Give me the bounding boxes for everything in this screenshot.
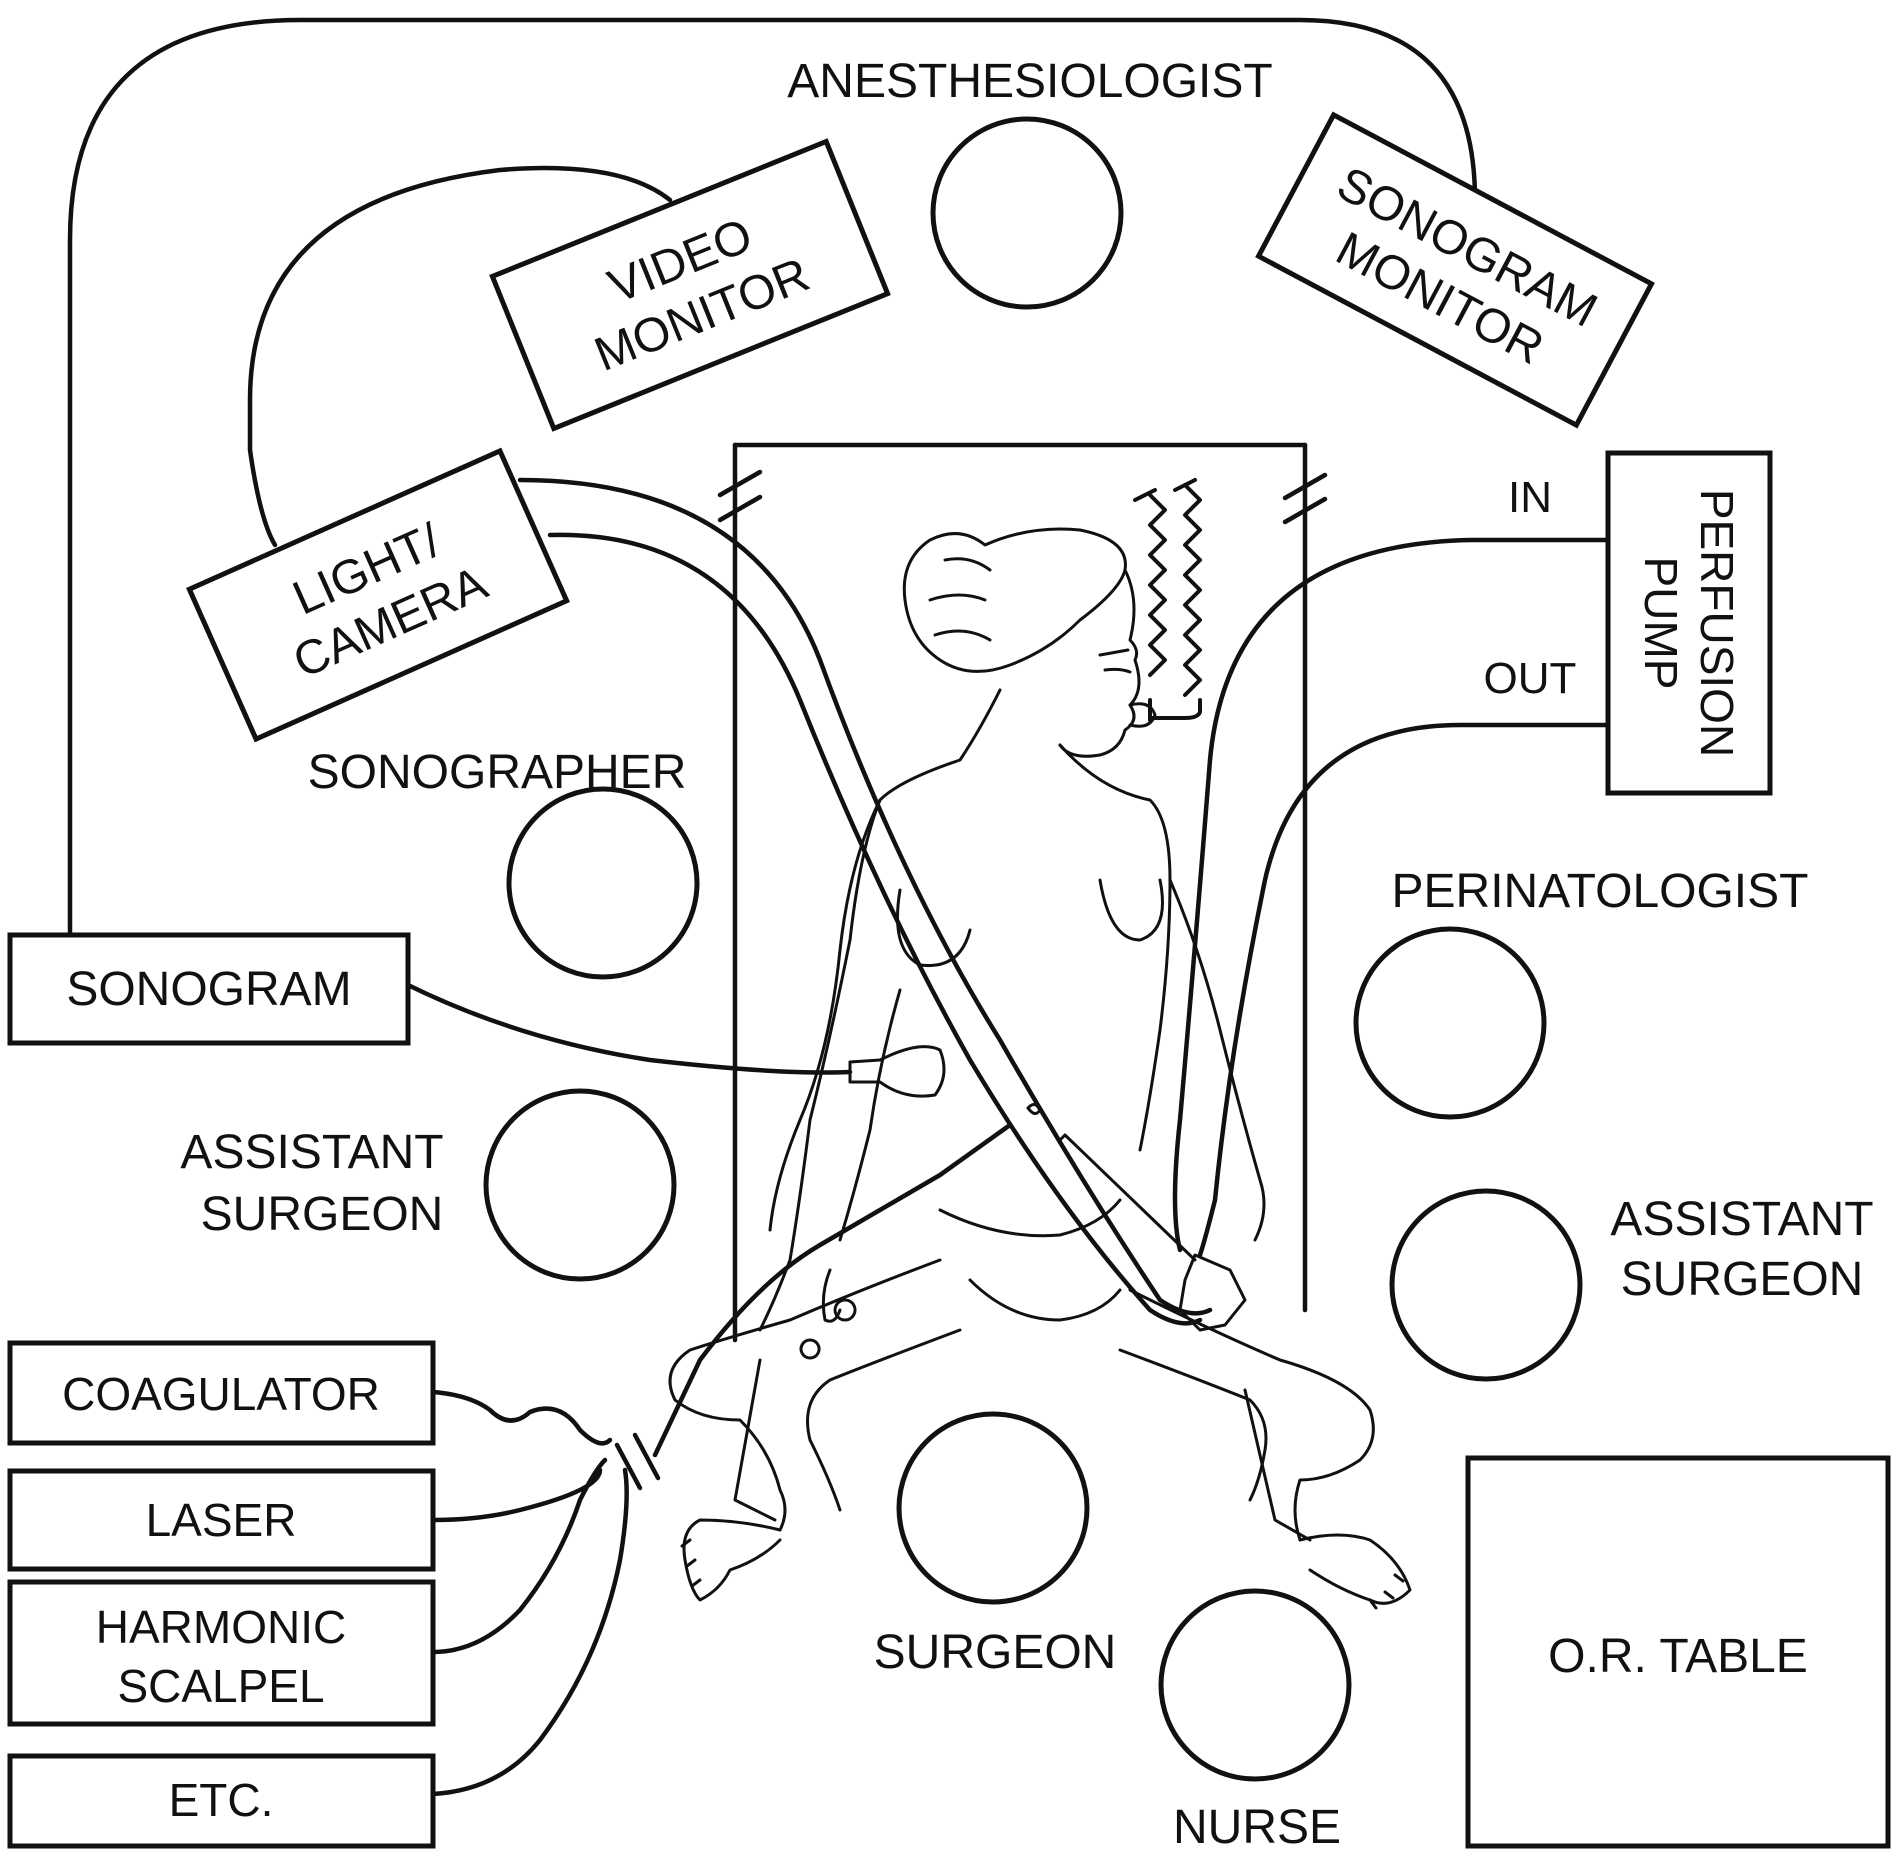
perfusion-pump-label-line1: PERFUSION [1691,489,1743,757]
patient-hair [902,527,1127,673]
camera-cable-inner [547,532,1203,1326]
station-nurse: NURSE [1158,1588,1352,1854]
pump-out-label: OUT [1484,654,1577,703]
light-camera-box: LIGHT/ CAMERA [186,447,570,743]
etc-box: ETC. [7,1753,436,1849]
assistant-surgeon-left-label-line1: ASSISTANT [180,1126,443,1179]
table-break-right [1282,472,1328,525]
sonogram-box: SONOGRAM [7,932,411,1046]
station-assistant-surgeon-left: ASSISTANT SURGEON [180,1088,677,1282]
etc-label: ETC. [169,1774,274,1826]
coagulator-cable [430,1389,613,1446]
patient-breast-left [896,888,972,968]
patient-arm-right [1168,878,1266,1242]
sonogram-monitor-cable [67,17,1478,938]
table-break-left [717,469,763,523]
perfusion-pump-box: PERFUSION PUMP [1605,450,1773,796]
assistant-surgeon-left-label-line2: SURGEON [201,1188,444,1241]
perfusion-out-line [1197,722,1611,1258]
nurse-label: NURSE [1173,1801,1341,1854]
camera-cable-outer [517,477,1213,1316]
laser-box: LASER [7,1468,436,1572]
pump-in-label: IN [1508,473,1552,522]
operating-table [717,442,1328,1343]
or-table-box: O.R. TABLE [1465,1455,1891,1849]
video-monitor-box: VIDEO MONITOR [489,138,891,432]
station-surgeon: SURGEON [874,1411,1117,1679]
harmonic-scalpel-label-line2: SCALPEL [117,1660,324,1712]
patient-breast-right [1098,878,1164,942]
sonographer-label: SONOGRAPHER [308,746,687,799]
stirrup-left [733,1358,777,1522]
or-table-label: O.R. TABLE [1548,1630,1808,1683]
ultrasound-probe [848,1045,946,1098]
patient-leg-right [1128,1288,1375,1542]
surgeon-label: SURGEON [874,1626,1117,1679]
etc-cable [430,1467,629,1797]
patient-foot-left [682,1518,782,1602]
assistant-surgeon-right-label-line1: ASSISTANT [1610,1193,1873,1246]
sonogram-probe-cable [405,982,853,1075]
station-anesthesiologist: ANESTHESIOLOGIST [787,55,1273,310]
perfusion-in-line [1172,537,1611,1253]
laser-label: LASER [146,1494,297,1546]
patient-figure [668,527,1412,1610]
patient-arm-left [768,798,882,1232]
harmonic-scalpel-box: HARMONIC SCALPEL [7,1579,436,1727]
patient-foot-right [1298,1533,1412,1605]
station-perinatologist: PERINATOLOGIST [1353,865,1809,1120]
harmonic-scalpel-cable [430,1457,608,1655]
cable-break-mark [614,1432,661,1491]
assistant-surgeon-right-label-line2: SURGEON [1621,1253,1864,1306]
perinatologist-label: PERINATOLOGIST [1392,865,1809,918]
coagulator-box: COAGULATOR [7,1340,436,1446]
patient-leg-left [668,1258,942,1532]
sonogram-monitor-box: SONOGRAM MONITOR [1255,111,1655,429]
video-monitor-cable [247,165,673,548]
instrument-shaft [652,1122,1013,1458]
anesthesia-tubing [1133,478,1202,722]
laser-cable [430,1467,603,1523]
instrument-handle [799,1268,857,1360]
stirrup-right [1243,1388,1312,1542]
anesthesiologist-label: ANESTHESIOLOGIST [787,55,1272,108]
endoscope-head [1178,1253,1247,1332]
patient-face [1058,568,1141,758]
harmonic-scalpel-label-line1: HARMONIC [96,1601,346,1653]
coagulator-label: COAGULATOR [62,1368,380,1420]
sonogram-label: SONOGRAM [66,963,351,1016]
station-assistant-surgeon-right: ASSISTANT SURGEON [1389,1188,1874,1382]
cables [67,17,1611,1797]
station-sonographer: SONOGRAPHER [308,746,700,980]
perfusion-pump-label-line2: PUMP [1635,557,1687,690]
patient-torso [758,688,1002,1332]
